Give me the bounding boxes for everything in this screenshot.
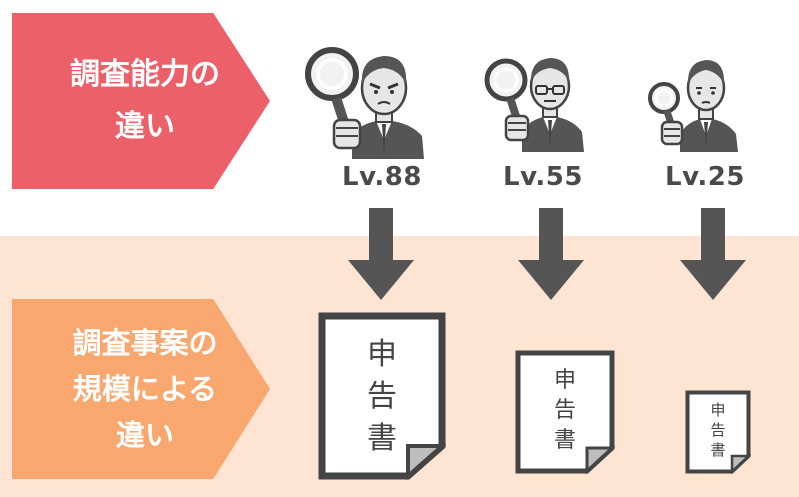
document-icon	[318, 312, 446, 480]
investigator-icon-small	[648, 60, 738, 152]
tax-return-document-medium: 申 告 書	[515, 350, 615, 474]
document-char-2: 告	[710, 421, 726, 439]
document-char-3: 書	[553, 428, 576, 453]
investigator-icon-medium	[484, 58, 584, 152]
document-char-1: 申	[553, 368, 576, 393]
document-icon	[685, 390, 751, 474]
document-char-1: 申	[367, 337, 397, 372]
document-char-3: 書	[710, 441, 726, 459]
case-scale-difference-label: 調査事案の 規模による 違い	[12, 299, 270, 479]
level-label-mid: Lv.55	[503, 162, 583, 192]
tax-return-document-large: 申 告 書	[318, 312, 446, 480]
arrow-down-icon	[518, 208, 584, 300]
scale-label-line1: 調査事案の	[72, 326, 218, 360]
level-label-high: Lv.88	[342, 162, 422, 192]
level-label-low: Lv.25	[665, 162, 745, 192]
ability-label-line1: 調査能力の	[70, 57, 220, 92]
arrow-down-icon	[348, 208, 414, 300]
tax-return-document-small: 申 告 書	[685, 390, 751, 474]
document-icon	[515, 350, 615, 474]
scale-label-line2: 規模による	[72, 372, 218, 406]
scale-label-line3: 違い	[115, 418, 174, 452]
document-char-1: 申	[710, 401, 726, 419]
document-char-2: 告	[553, 398, 576, 423]
document-char-3: 書	[367, 421, 397, 456]
document-char-2: 告	[367, 379, 397, 414]
ability-difference-label: 調査能力の 違い	[12, 13, 270, 189]
arrow-down-icon	[680, 208, 746, 300]
ability-label-line2: 違い	[115, 109, 175, 144]
investigator-icon-large	[305, 47, 424, 159]
